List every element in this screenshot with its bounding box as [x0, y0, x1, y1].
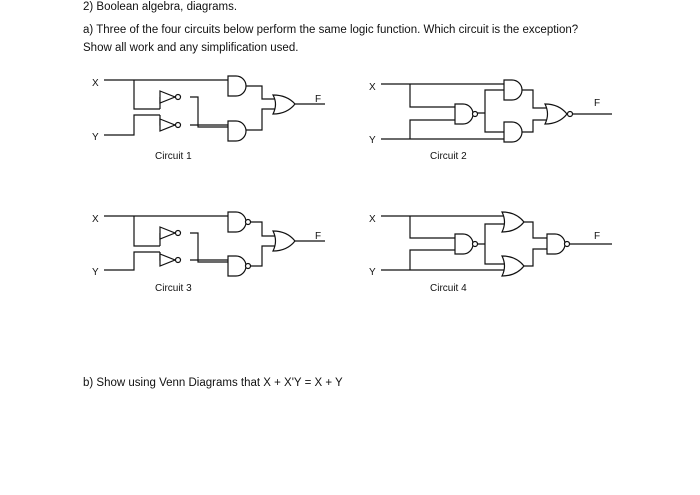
and-gate-icon — [503, 79, 523, 101]
circuit-1-input-y: Y — [92, 132, 99, 143]
circuit-2: X Y F Circuit 2 — [369, 79, 612, 162]
circuit-4-label: Circuit 4 — [430, 283, 467, 294]
not-gate-icon — [159, 118, 177, 132]
and-gate-icon — [227, 211, 247, 233]
circuit-4-input-y: Y — [369, 267, 376, 278]
or-gate-icon — [501, 211, 525, 233]
part-b-prompt: b) Show using Venn Diagrams that X + X'Y… — [83, 377, 343, 389]
or-gate-icon — [544, 103, 568, 125]
and-gate-icon — [227, 120, 247, 142]
circuit-3: X Y F Circuit 3 — [92, 211, 325, 294]
circuit-1-input-x: X — [92, 78, 99, 89]
part-a-instruction: Show all work and any simplification use… — [83, 42, 299, 54]
circuit-2-output-f: F — [594, 98, 600, 109]
circuit-2-input-y: Y — [369, 135, 376, 146]
circuit-3-label: Circuit 3 — [155, 283, 192, 294]
or-gate-icon — [271, 94, 296, 115]
circuit-3-input-y: Y — [92, 267, 99, 278]
not-gate-icon — [159, 226, 177, 240]
circuit-4-output-f: F — [594, 231, 600, 242]
and-gate-icon — [227, 75, 247, 97]
circuit-2-input-x: X — [369, 82, 376, 93]
circuit-3-input-x: X — [92, 214, 99, 225]
question-title: 2) Boolean algebra, diagrams. — [83, 1, 238, 13]
circuit-1: X Y F Circuit 1 — [92, 75, 325, 162]
and-gate-icon — [454, 233, 474, 255]
circuit-3-output-f: F — [315, 231, 321, 242]
circuit-4: X Y F Circuit 4 — [369, 211, 612, 294]
circuit-1-label: Circuit 1 — [155, 151, 192, 162]
and-gate-icon — [454, 103, 474, 125]
and-gate-icon — [503, 121, 523, 143]
circuit-2-label: Circuit 2 — [430, 151, 467, 162]
not-gate-icon — [159, 90, 177, 104]
circuit-4-input-x: X — [369, 214, 376, 225]
part-a-prompt: a) Three of the four circuits below perf… — [83, 24, 579, 36]
and-gate-icon — [546, 233, 566, 255]
or-gate-icon — [272, 230, 296, 252]
not-gate-icon — [159, 253, 177, 267]
or-gate-icon — [501, 255, 525, 277]
and-gate-icon — [227, 255, 247, 277]
circuit-1-output-f: F — [315, 94, 321, 105]
